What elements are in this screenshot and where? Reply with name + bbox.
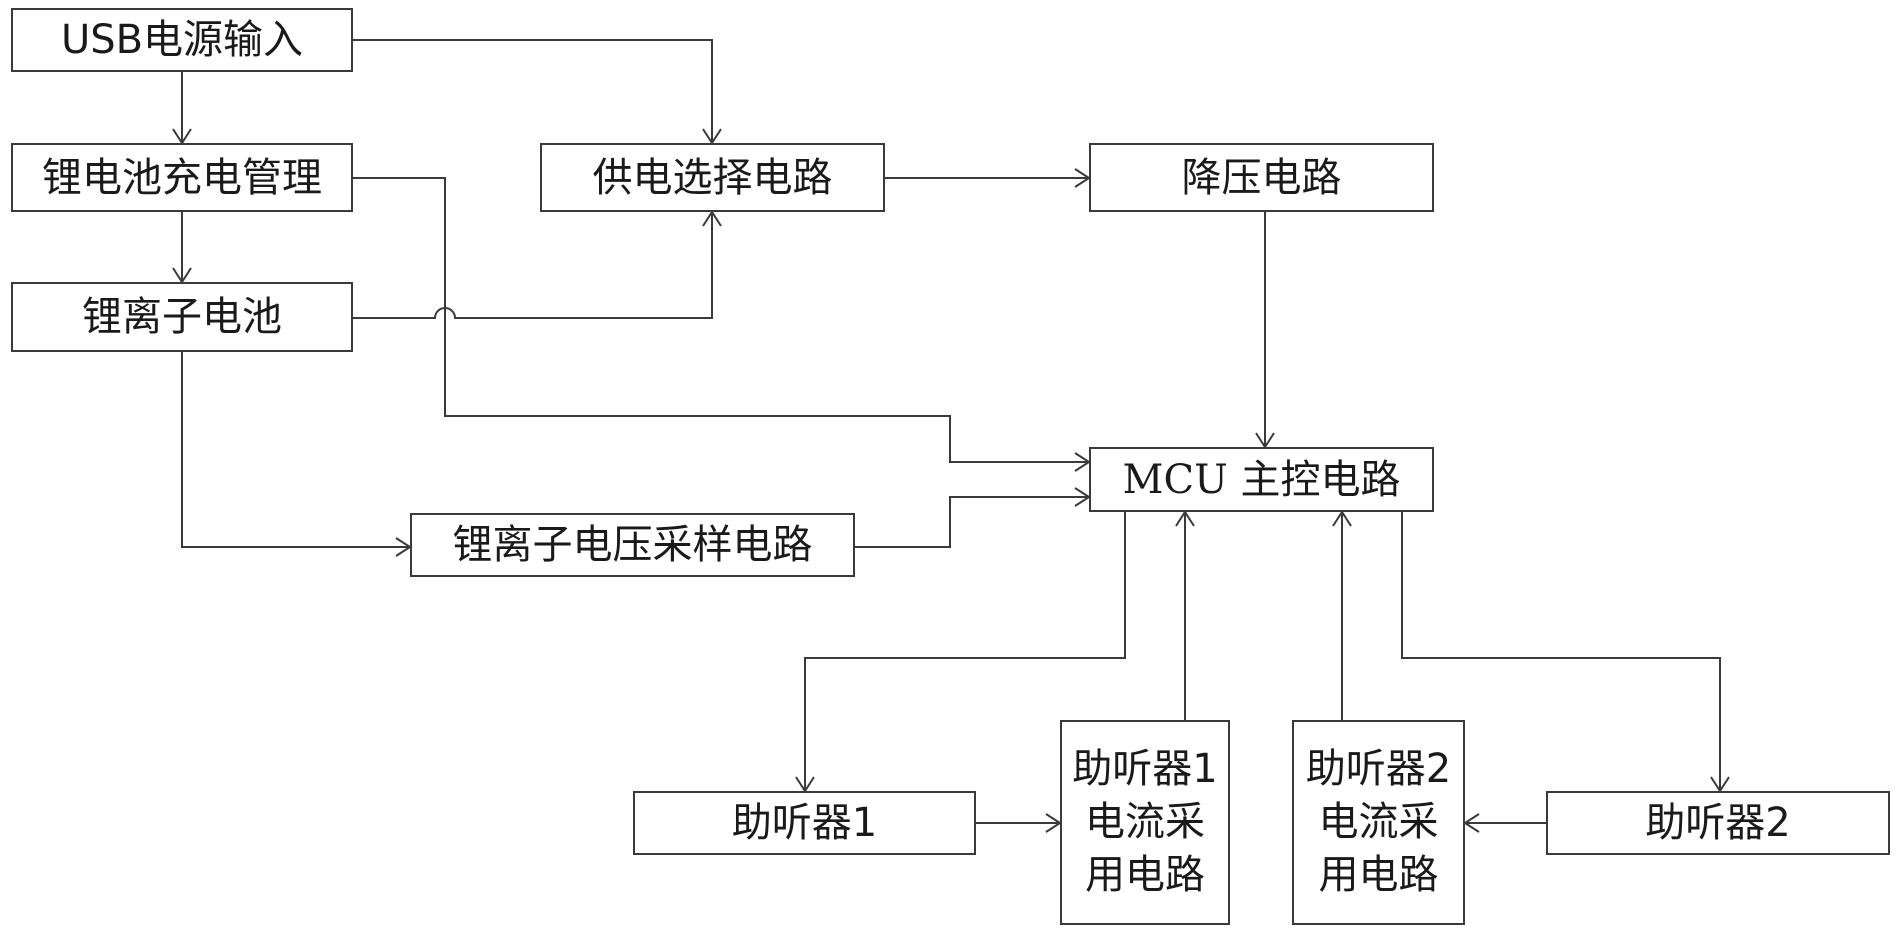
block-label: MCU 主控电路 xyxy=(1122,456,1401,503)
battery-charge-management-block: 锂电池充电管理 xyxy=(11,143,353,212)
wire-usb-to-select xyxy=(353,39,713,143)
block-label: 助听器2 xyxy=(1645,800,1791,846)
block-label-line: 用电路 xyxy=(1085,851,1205,898)
block-label: USB电源输入 xyxy=(60,17,304,63)
arrowhead xyxy=(1332,510,1352,527)
block-label: 锂离子电池 xyxy=(82,294,282,340)
block-label-line: 用电路 xyxy=(1318,851,1439,898)
supply-select-circuit-block: 供电选择电路 xyxy=(540,143,885,212)
battery-voltage-sampling-block: 锂离子电压采样电路 xyxy=(410,513,855,577)
arrowhead xyxy=(702,210,722,227)
hearing-aid-2-block: 助听器2 xyxy=(1546,791,1890,855)
block-label-line: 电流采 xyxy=(1318,799,1439,846)
block-label-line: 助听器1 xyxy=(1072,746,1218,793)
block-label-line: 电流采 xyxy=(1085,799,1205,846)
wire-charge-to-mcu xyxy=(353,177,1089,463)
wire-vsample-to-mcu xyxy=(855,496,1089,548)
block-label: 锂离子电压采样电路 xyxy=(452,522,813,568)
mcu-main-control-block: MCU 主控电路 xyxy=(1089,447,1434,512)
wire-battery-to-vsample xyxy=(181,352,410,548)
block-label: 降压电路 xyxy=(1181,154,1342,201)
usb-power-input-block: USB电源输入 xyxy=(11,8,353,72)
buck-circuit-block: 降压电路 xyxy=(1089,143,1434,212)
wire-mcu-to-aid1 xyxy=(804,512,1126,791)
arrowhead xyxy=(1175,510,1195,527)
hearing-aid-1-current-sampling-block: 助听器1 电流采 用电路 xyxy=(1060,720,1230,925)
arrowhead xyxy=(1463,813,1480,833)
lithium-battery-block: 锂离子电池 xyxy=(11,282,353,352)
wire-battery-to-select xyxy=(353,212,713,319)
hearing-aid-1-block: 助听器1 xyxy=(633,791,976,855)
wire-mcu-to-aid2 xyxy=(1401,512,1721,791)
block-label-line: 助听器2 xyxy=(1305,746,1452,793)
block-label: 锂电池充电管理 xyxy=(42,154,322,201)
block-label: 助听器1 xyxy=(731,800,878,846)
block-label: 供电选择电路 xyxy=(592,154,833,201)
hearing-aid-2-current-sampling-block: 助听器2 电流采 用电路 xyxy=(1292,720,1465,925)
